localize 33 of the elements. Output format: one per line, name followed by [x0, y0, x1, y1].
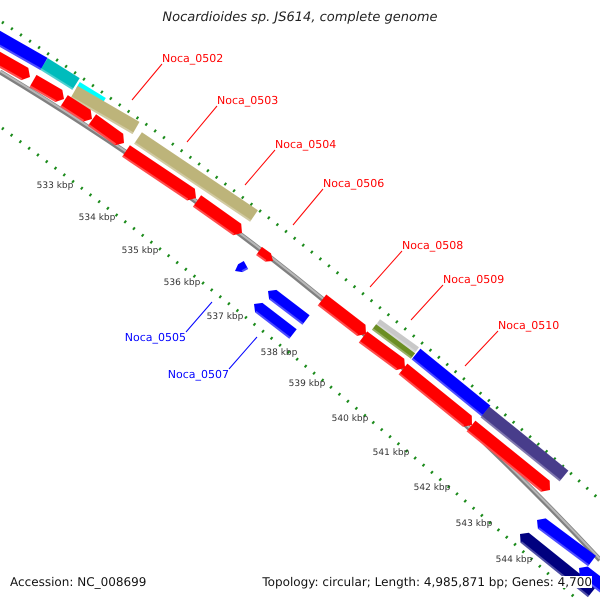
scale-label: 542 kbp [414, 484, 450, 493]
scale-label: 544 kbp [496, 556, 532, 565]
scale-label: 543 kbp [456, 520, 492, 529]
scale-label: 536 kbp [164, 279, 200, 288]
map-title: Nocardioides sp. JS614, complete genome [161, 11, 439, 24]
accession-note: Accession: NC_008699 [10, 576, 146, 588]
gene-label: Noca_0506 [323, 178, 384, 189]
leader-line [292, 188, 324, 226]
gene-label: Noca_0509 [443, 274, 504, 285]
leader-line [370, 250, 402, 288]
gene-label: Noca_0507 [168, 369, 229, 380]
leader-line [228, 336, 258, 370]
leader-line [186, 302, 212, 332]
scale-label: 533 kbp [36, 182, 74, 191]
leader-line [132, 64, 162, 100]
gene-label: Noca_0504 [275, 139, 336, 150]
scale-label: 538 kbp [260, 349, 298, 358]
scale-label: 535 kbp [122, 247, 158, 256]
gene-label: Noca_0503 [217, 95, 278, 106]
scale-label: 534 kbp [78, 214, 116, 223]
leader-line [410, 284, 444, 320]
leader-line [464, 330, 498, 366]
genome-summary-note: Topology: circular; Length: 4,985,871 bp; Genes: 4,700 [262, 576, 592, 588]
gene-label: Noca_0508 [402, 240, 464, 251]
scale-label: 539 kbp [288, 380, 326, 389]
scale-label: 540 kbp [332, 415, 368, 424]
scale-label: 541 kbp [372, 449, 410, 458]
gene-label: Noca_0502 [162, 53, 224, 64]
scale-label: 537 kbp [206, 313, 244, 322]
leader-line [244, 150, 276, 186]
gene-label: Noca_0510 [498, 320, 560, 331]
gene-label: Noca_0505 [124, 332, 186, 343]
leader-line [186, 106, 218, 142]
